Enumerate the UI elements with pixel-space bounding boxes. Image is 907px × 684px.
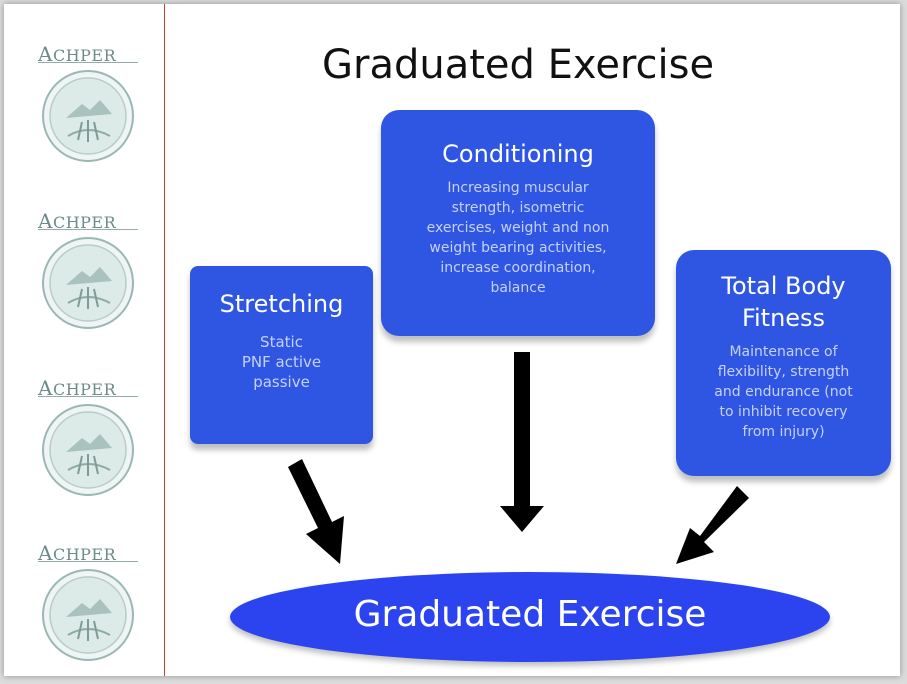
page-title: Graduated Exercise <box>322 42 715 88</box>
fitness-body: Maintenance of flexibility, strength and… <box>714 344 853 440</box>
seal-icon <box>42 569 134 661</box>
achper-logo: ACHPER <box>26 376 138 516</box>
conditioning-heading: Conditioning <box>442 140 594 168</box>
conditioning-body: Increasing muscular strength, isometric … <box>426 180 610 296</box>
conditioning-box: Conditioning Increasing muscular strengt… <box>381 110 655 336</box>
achper-logo: ACHPER <box>26 209 138 349</box>
achper-logo: ACHPER <box>26 42 138 182</box>
fitness-heading: Total Body Fitness <box>721 272 846 332</box>
seal-icon <box>42 237 134 329</box>
sidebar-divider <box>164 4 165 676</box>
logo-wordmark: ACHPER <box>38 541 148 565</box>
seal-icon <box>42 70 134 162</box>
sidebar: ACHPER ACHPER <box>4 4 164 676</box>
graduated-exercise-ellipse: Graduated Exercise <box>230 572 830 662</box>
logo-wordmark: ACHPER <box>38 42 148 66</box>
seal-icon <box>42 404 134 496</box>
ellipse-label: Graduated Exercise <box>353 594 707 635</box>
achper-logo: ACHPER <box>26 541 138 676</box>
arrow-conditioning <box>500 352 544 532</box>
stretching-body: Static PNF active passive <box>241 333 322 391</box>
logo-wordmark: ACHPER <box>38 209 148 233</box>
stretching-box: Stretching Static PNF active passive <box>190 266 373 444</box>
slide: ACHPER ACHPER <box>4 4 900 676</box>
total-body-fitness-box: Total Body Fitness Maintenance of flexib… <box>676 250 891 476</box>
arrow-stretching <box>288 459 344 564</box>
logo-wordmark: ACHPER <box>38 376 148 400</box>
stretching-heading: Stretching <box>219 290 344 318</box>
arrow-total-body-fitness <box>676 486 749 564</box>
